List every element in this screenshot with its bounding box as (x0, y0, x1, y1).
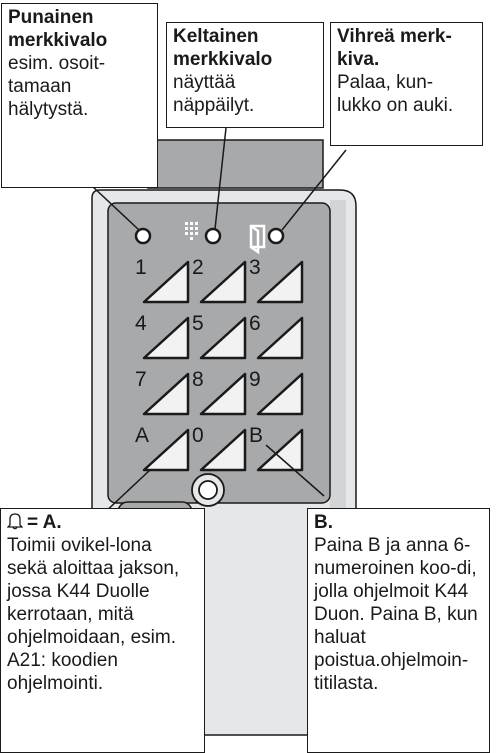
key-label: 6 (249, 312, 261, 335)
key-shape[interactable] (199, 316, 247, 360)
leader-green (281, 149, 347, 231)
key-shape[interactable] (142, 316, 190, 360)
key-shape[interactable] (142, 372, 190, 416)
keys-layer: 1 2 3 4 5 6 7 8 9A 0 B (135, 256, 304, 472)
key-5[interactable]: 5 (192, 312, 247, 360)
key-8[interactable]: 8 (192, 368, 247, 416)
red-led-callout: Punainen merkkivalo esim. osoit-tamaan h… (1, 3, 158, 188)
a-key-callout: = A. Toimii ovikel-lona sekä aloittaa ja… (0, 508, 205, 753)
red-led-title: Punainen merkkivalo (8, 7, 108, 51)
red-led (134, 227, 152, 245)
key-shape[interactable] (256, 428, 304, 472)
green-led-title: Vihreä merk-kiva. (337, 26, 452, 70)
keyhole-icon (191, 473, 225, 507)
a-key-title-text: = A. (27, 512, 62, 533)
key-2[interactable]: 2 (192, 256, 247, 304)
key-label: 1 (135, 256, 147, 279)
key-shape[interactable] (199, 428, 247, 472)
key-b[interactable]: B (249, 424, 304, 472)
key-label: 9 (249, 368, 261, 391)
key-1[interactable]: 1 (135, 256, 190, 304)
a-key-title: = A. (6, 511, 198, 534)
key-shape[interactable] (199, 260, 247, 304)
keypad-icon (185, 222, 198, 240)
b-key-title: B. (314, 512, 333, 533)
bell-icon (6, 513, 24, 530)
key-label: B (249, 424, 263, 447)
key-label: 8 (192, 368, 204, 391)
key-6[interactable]: 6 (249, 312, 304, 360)
yellow-led (204, 227, 222, 245)
key-shape[interactable] (256, 372, 304, 416)
key-label: 0 (192, 424, 204, 447)
key-3[interactable]: 3 (249, 256, 304, 304)
key-7[interactable]: 7 (135, 368, 190, 416)
key-shape[interactable] (199, 372, 247, 416)
key-shape[interactable] (256, 260, 304, 304)
door-icon (249, 224, 266, 255)
key-4[interactable]: 4 (135, 312, 190, 360)
green-led (267, 227, 285, 245)
a-key-text: Toimii ovikel-lona sekä aloittaa jakson,… (7, 535, 180, 694)
leader-yellow (214, 127, 227, 230)
green-led-callout: Vihreä merk-kiva. Palaa, kun-lukko on au… (330, 22, 483, 146)
leader-a (101, 469, 151, 516)
yellow-led-callout: Keltainen merkkivalo näyttää näppäilyt. (166, 22, 324, 128)
key-label: 2 (192, 256, 204, 279)
leader-b (265, 444, 325, 497)
key-label: 4 (135, 312, 147, 335)
key-shape[interactable] (142, 260, 190, 304)
key-label: 5 (192, 312, 204, 335)
key-0[interactable]: 0 (192, 424, 247, 472)
key-label: A (135, 424, 149, 447)
key-label: 3 (249, 256, 261, 279)
red-led-text: esim. osoit-tamaan hälytystä. (8, 53, 106, 120)
yellow-led-title: Keltainen merkkivalo (173, 26, 273, 70)
key-shape[interactable] (142, 428, 190, 472)
key-9[interactable]: 9 (249, 368, 304, 416)
b-key-text: Paina B ja anna 6-numeroinen koo-di, jol… (314, 535, 478, 694)
key-a[interactable]: A (135, 424, 190, 472)
leader-red (91, 185, 140, 231)
key-shape[interactable] (256, 316, 304, 360)
mounting-bar (147, 139, 324, 189)
key-label: 7 (135, 368, 147, 391)
green-led-text: Palaa, kun-lukko on auki. (337, 72, 454, 116)
leader-lines (91, 127, 347, 516)
b-key-callout: B. Paina B ja anna 6-numeroinen koo-di, … (307, 508, 490, 753)
yellow-led-text: näyttää näppäilyt. (173, 72, 255, 116)
